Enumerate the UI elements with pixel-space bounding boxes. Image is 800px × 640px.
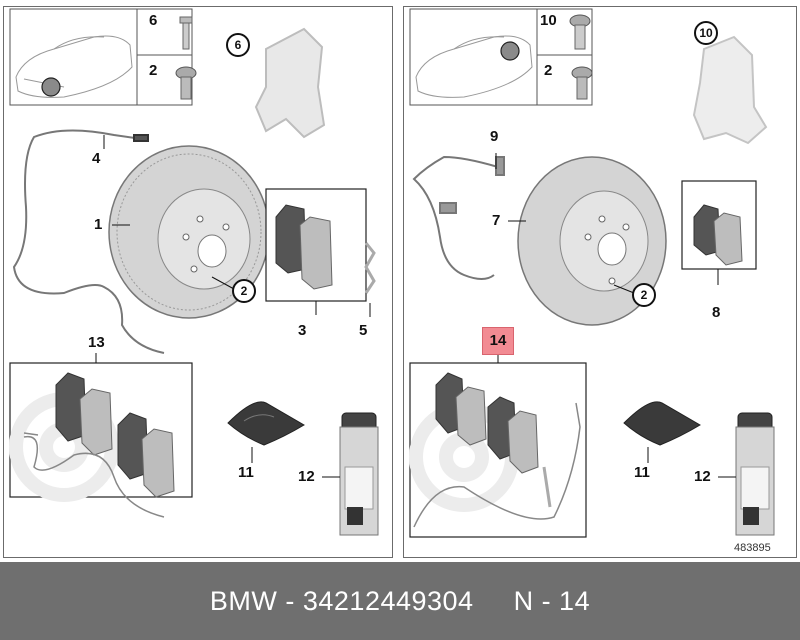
bolt-6-icon [179, 16, 193, 50]
callout-8[interactable]: 8 [712, 304, 721, 321]
callout-12[interactable]: 12 [694, 468, 711, 485]
callout-9[interactable]: 9 [490, 128, 499, 145]
callout-caliper-6[interactable]: 6 [226, 33, 250, 57]
callout-caliper-10[interactable]: 10 [694, 21, 718, 45]
callout-13[interactable]: 13 [88, 334, 105, 351]
vehicle-inset-box [9, 8, 193, 106]
bolt-2-icon [175, 66, 197, 100]
footer-separator: - [285, 585, 295, 616]
callout-11[interactable]: 11 [238, 464, 254, 481]
part-info-footer: BMW - 34212449304 N - 14 [0, 562, 800, 640]
callout-disc-2[interactable]: 2 [632, 283, 656, 307]
callout-11[interactable]: 11 [634, 464, 650, 481]
caliper-bracket-icon [692, 35, 768, 145]
kit-13-pads-icon [55, 372, 175, 498]
wear-sensor-4-icon [12, 129, 165, 354]
callout-disc-2[interactable]: 2 [232, 279, 256, 303]
callout-14-highlighted[interactable]: 14 [482, 327, 514, 355]
callout-2-top[interactable]: 2 [544, 62, 553, 79]
caliper-bracket-icon [254, 27, 326, 139]
brake-pads-3-icon [275, 204, 333, 290]
diagram-number: 483895 [734, 542, 771, 554]
brake-pads-8-icon [693, 204, 743, 266]
vehicle-inset-box [409, 8, 593, 106]
kit-14-sensor-icon [413, 402, 581, 528]
leader-line-disc-2 [211, 276, 235, 290]
brake-disc-7-icon [517, 156, 667, 326]
right-diagram-drawing [409, 8, 775, 538]
left-diagram-panel: 6 2 6 4 1 2 3 5 13 11 12 [3, 6, 393, 558]
spray-can-12-icon [735, 412, 775, 536]
callout-7[interactable]: 7 [492, 212, 501, 229]
footer-position-label: N - 14 [513, 585, 591, 616]
car-outline-icon [415, 35, 533, 98]
front-wheel-marker-icon [41, 77, 61, 97]
footer-part-number: 34212449304 [302, 585, 474, 616]
right-diagram-panel: 10 2 10 9 7 2 8 14 11 12 483895 [403, 6, 797, 558]
callout-3[interactable]: 3 [298, 322, 307, 339]
callout-1[interactable]: 1 [94, 216, 103, 233]
rear-wheel-marker-icon [500, 41, 520, 61]
callout-6[interactable]: 6 [149, 12, 158, 29]
anti-rattle-spring-5-icon [364, 242, 376, 294]
footer-brand: BMW [209, 585, 278, 616]
kit-14-pads-icon [435, 372, 539, 474]
brake-disc-1-icon [108, 145, 270, 319]
callout-5[interactable]: 5 [359, 322, 368, 339]
callout-2-top[interactable]: 2 [149, 62, 158, 79]
bolt-10-icon [569, 14, 591, 50]
leader-line-disc-2 [613, 284, 635, 294]
callout-10[interactable]: 10 [540, 12, 557, 29]
callout-4[interactable]: 4 [92, 150, 101, 167]
wear-sensor-9-icon [412, 155, 505, 280]
grease-pad-11-icon [227, 401, 305, 446]
grease-pad-11-icon [623, 401, 701, 446]
left-diagram-drawing [9, 8, 379, 536]
callout-12[interactable]: 12 [298, 468, 315, 485]
kit-13-sensor-icon [23, 432, 165, 518]
bolt-2-icon [571, 66, 593, 100]
spray-can-12-icon [339, 412, 379, 536]
